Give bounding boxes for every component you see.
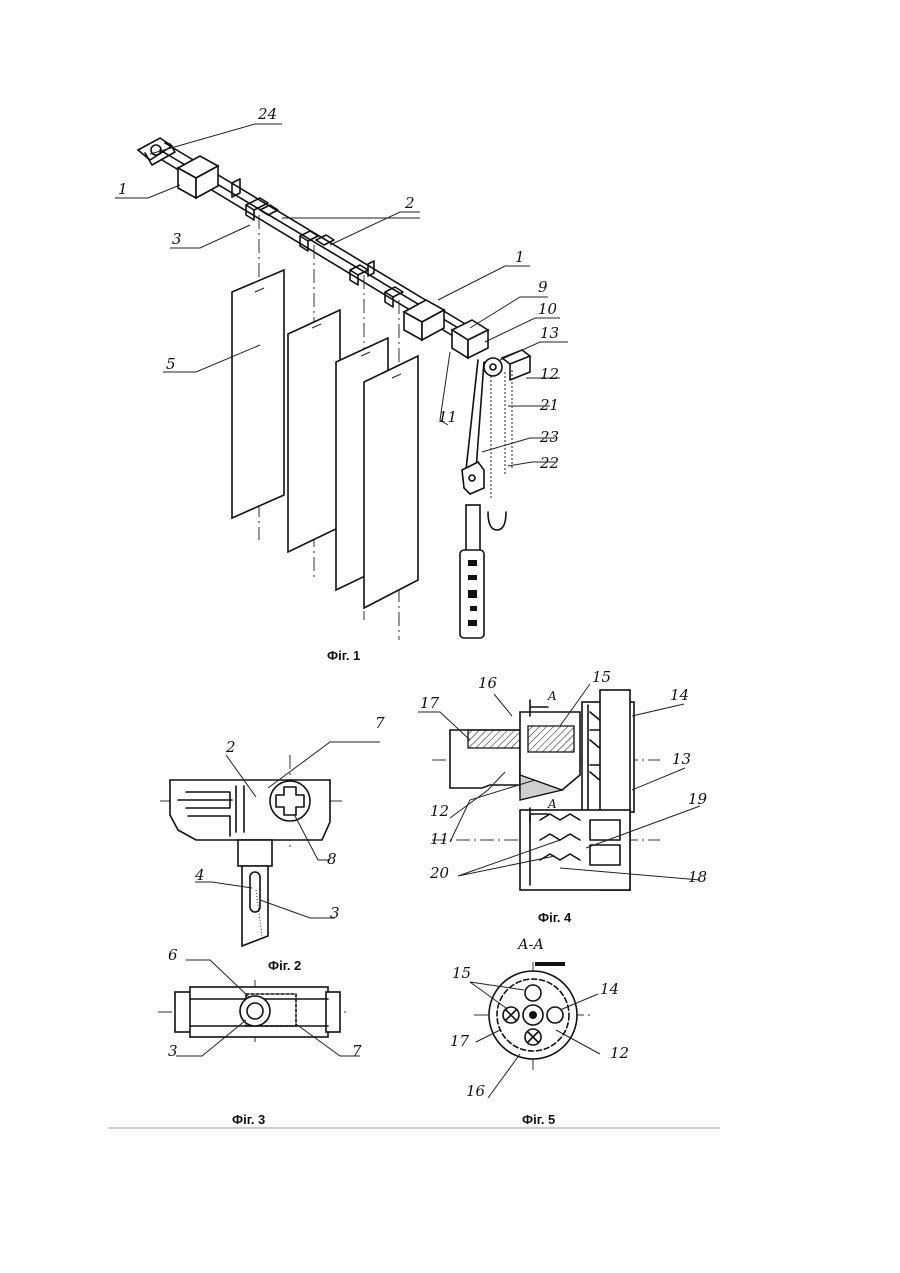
fig1-label-12: 12 [540,367,559,382]
fig3-label-7: 7 [352,1044,362,1059]
fig3-label-6: 6 [168,948,178,963]
fig4-label-13: 13 [672,752,691,767]
fig4-label-20: 20 [430,866,449,881]
fig5-label-17: 17 [450,1034,469,1049]
fig4-label-12: 12 [430,804,449,819]
fig5-label-12: 12 [610,1046,629,1061]
fig2-caption: Фіг. 2 [268,958,301,973]
fig3-caption: Фіг. 3 [232,1112,265,1127]
fig4-label-14: 14 [670,688,689,703]
fig5-drawing [470,962,600,1098]
fig1-label-22: 22 [540,456,559,471]
fig4-section-mark-top: A [548,690,557,702]
fig1-label-23: 23 [540,430,559,445]
fig1-drawing [115,124,568,640]
fig4-label-15: 15 [592,670,611,685]
fig1-label-5: 5 [166,357,176,372]
fig5-label-15: 15 [452,966,471,981]
fig1-label-13: 13 [540,326,559,341]
fig4-label-17: 17 [420,696,439,711]
fig1-label-1: 1 [118,182,128,197]
fig2-label-3: 3 [330,906,340,921]
fig1-label-2: 2 [405,196,415,211]
fig3-drawing [158,960,360,1056]
fig2-label-2: 2 [226,740,236,755]
fig4-label-19: 19 [688,792,707,807]
fig1-label-10: 10 [538,302,557,317]
fig1-caption: Фіг. 1 [327,648,360,663]
fig5-caption: Фіг. 5 [522,1112,555,1127]
fig4-caption: Фіг. 4 [538,910,571,925]
fig5-label-14: 14 [600,982,619,997]
fig2-drawing [160,742,380,946]
fig1-label-3: 3 [172,232,182,247]
fig1-label-11: 11 [438,410,457,425]
fig1-label-21: 21 [540,398,559,413]
fig4-drawing [418,684,700,890]
fig5-section-label: А-А [518,938,544,952]
fig4-label-16: 16 [478,676,497,691]
fig2-label-7: 7 [375,716,385,731]
fig3-label-3: 3 [168,1044,178,1059]
fig5-label-16: 16 [466,1084,485,1099]
fig4-section-mark-bottom: A [548,798,557,810]
fig2-label-4: 4 [195,868,205,883]
fig1-label-9: 9 [538,280,548,295]
fig1-label-1b: 1 [515,250,525,265]
fig2-label-8: 8 [327,852,337,867]
fig1-label-24: 24 [258,107,277,122]
fig4-label-11: 11 [430,832,449,847]
fig4-label-18: 18 [688,870,707,885]
